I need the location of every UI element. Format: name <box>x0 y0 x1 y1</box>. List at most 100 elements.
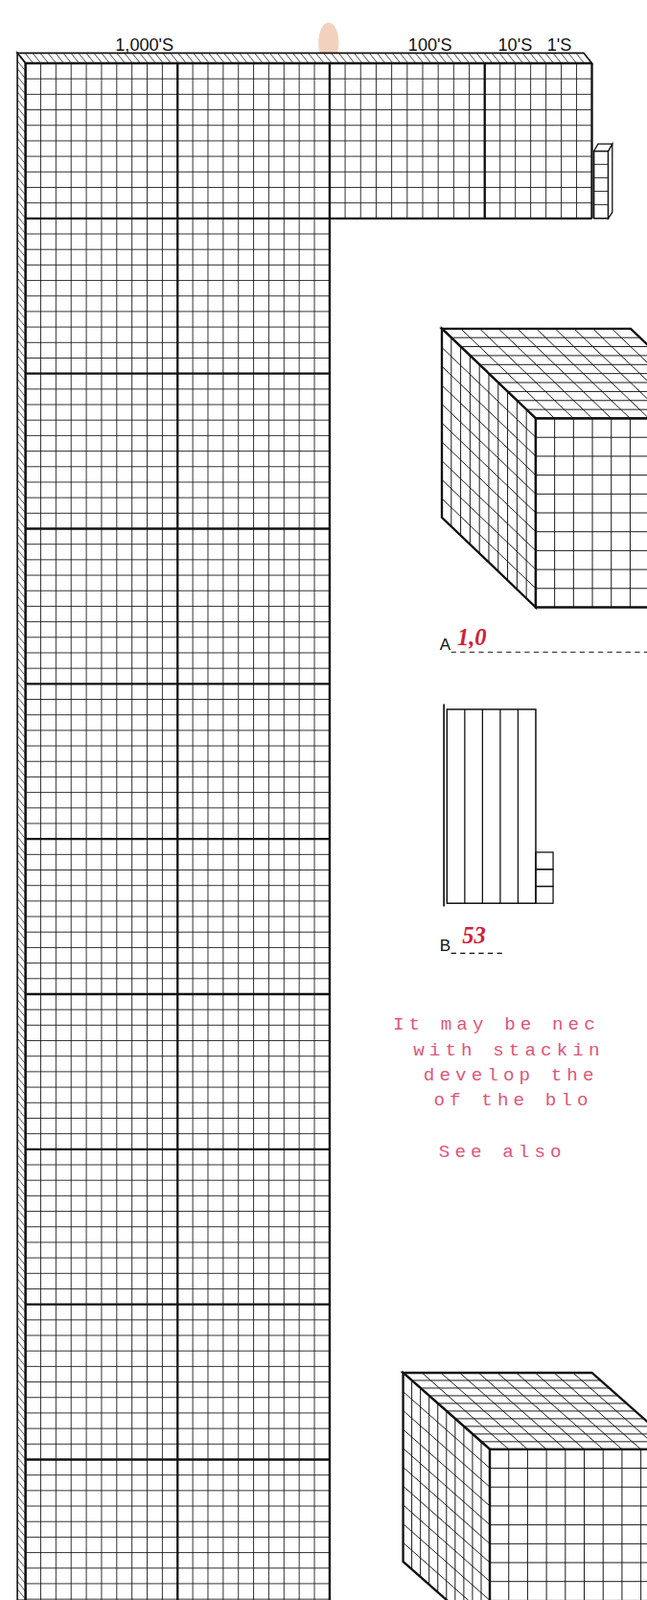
grid-line <box>25 575 330 577</box>
grid-line <box>17 619 26 630</box>
grid-line <box>17 1208 26 1220</box>
grid-line <box>25 527 330 530</box>
grid-line <box>472 1432 647 1434</box>
grid-line <box>25 761 330 763</box>
grid-line <box>25 1551 330 1553</box>
grid-line <box>462 1426 464 1600</box>
grid-line <box>17 1542 26 1553</box>
grid-line <box>17 1386 26 1398</box>
grid-line <box>419 1387 421 1577</box>
grid-line <box>420 1386 610 1388</box>
grid-line <box>25 1428 330 1430</box>
grid-line <box>17 69 26 80</box>
grid-line <box>329 78 593 80</box>
grid-line <box>594 190 609 192</box>
grid-line <box>17 177 26 188</box>
grid-line <box>285 52 295 64</box>
grid-line <box>460 346 462 536</box>
grid-line <box>17 774 26 786</box>
grid-line <box>480 1441 482 1600</box>
grid-line <box>17 596 26 607</box>
grid-line <box>277 52 287 64</box>
grid-line <box>17 882 26 894</box>
grid-line <box>25 822 330 824</box>
grid-line <box>25 1210 330 1212</box>
grid-line <box>17 1572 26 1584</box>
grid-line <box>17 1161 26 1173</box>
grid-line <box>25 279 330 281</box>
grid-line <box>330 52 340 64</box>
grid-line <box>329 139 593 141</box>
block-face <box>594 143 613 151</box>
grid-line <box>17 285 26 297</box>
grid-line <box>25 202 330 204</box>
grid-line <box>176 63 179 1600</box>
handwritten-answer: 1,0 <box>457 624 487 652</box>
grid-line <box>17 1216 26 1227</box>
grid-line <box>25 357 330 359</box>
grid-line <box>25 1474 330 1476</box>
grid-line <box>17 712 26 723</box>
grid-line <box>329 202 593 204</box>
thousands-stack <box>17 52 613 1600</box>
block-face <box>608 143 613 219</box>
grid-line <box>411 1380 413 1570</box>
grid-line <box>17 797 26 809</box>
grid-line <box>25 109 330 111</box>
grid-line <box>25 124 330 126</box>
grid-line <box>353 52 363 64</box>
grid-line <box>25 171 330 173</box>
grid-line <box>25 1132 330 1134</box>
grid-line <box>17 588 26 600</box>
grid-line <box>17 503 26 514</box>
grid-line <box>25 776 330 778</box>
grid-line <box>399 52 409 64</box>
grid-line <box>224 52 233 64</box>
grid-line <box>25 1489 330 1491</box>
grid-line <box>17 1146 26 1157</box>
grid-line <box>428 1395 430 1585</box>
grid-line <box>17 805 26 816</box>
grid-line <box>178 52 187 64</box>
grid-line <box>17 526 26 537</box>
grid-line <box>268 63 270 1600</box>
grid-line <box>17 983 26 994</box>
grid-line <box>25 1521 330 1523</box>
grid-line <box>25 807 330 809</box>
grid-line <box>253 63 255 1600</box>
grid-line <box>17 1441 26 1453</box>
grid-line <box>453 52 463 64</box>
grid-line <box>489 1524 647 1526</box>
grid-line <box>17 836 26 848</box>
grid-line <box>17 1487 26 1499</box>
grid-line <box>17 247 26 258</box>
grid-line <box>25 714 330 716</box>
grid-line <box>17 1053 26 1064</box>
grid-line <box>489 1486 647 1488</box>
place-value-header: 1'S <box>547 35 573 56</box>
grid-line <box>17 759 26 770</box>
grid-line <box>17 743 26 755</box>
grid-line <box>25 900 330 902</box>
grid-line <box>573 1372 647 1450</box>
grid-line <box>17 533 26 545</box>
grid-line <box>17 603 26 615</box>
grid-line <box>131 63 133 1600</box>
grid-line <box>17 115 26 126</box>
grid-line <box>93 52 103 64</box>
grid-line <box>25 1318 330 1320</box>
grid-line <box>17 844 26 855</box>
grid-line <box>25 1505 330 1507</box>
grid-line <box>489 1504 647 1506</box>
grid-line <box>17 1588 26 1599</box>
grid-line <box>471 1433 473 1600</box>
grid-line <box>554 1372 641 1450</box>
grid-line <box>17 704 26 716</box>
grid-line <box>25 1257 330 1259</box>
grid-line <box>25 1117 330 1119</box>
grid-line <box>450 337 452 527</box>
grid-line <box>25 1598 330 1600</box>
place-value-header: 100'S <box>408 35 453 56</box>
grid-line <box>316 52 325 64</box>
grid-line <box>498 382 647 384</box>
